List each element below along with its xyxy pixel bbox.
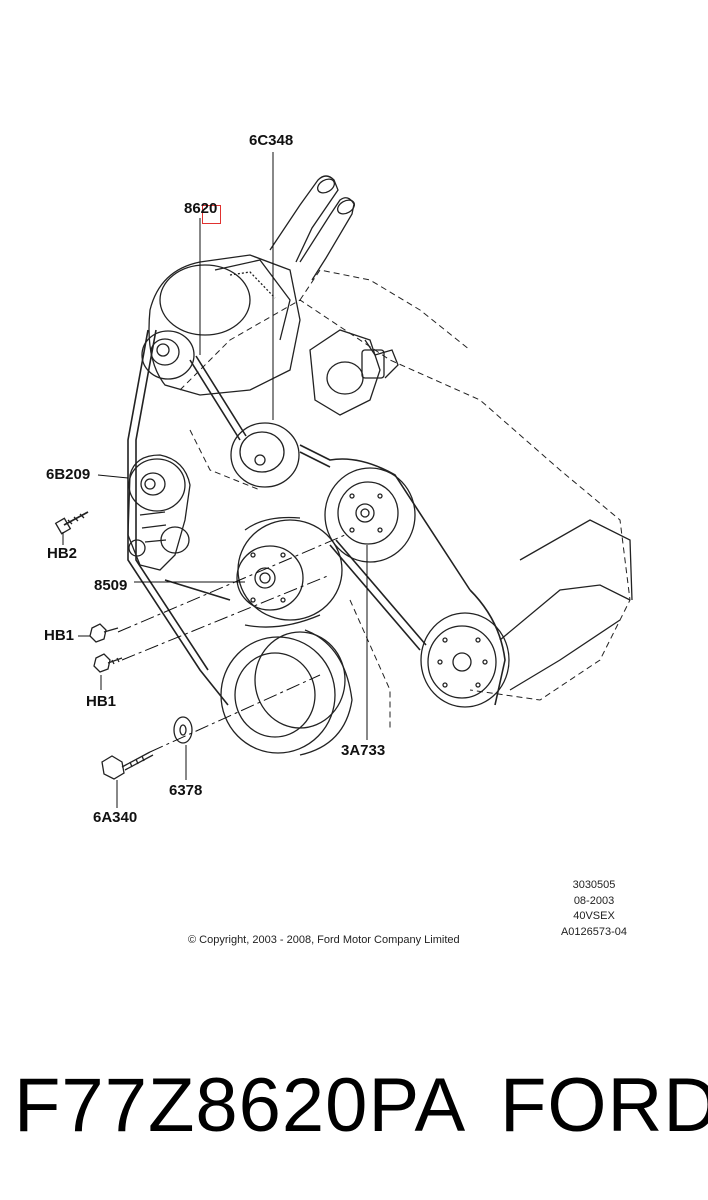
- bolt-6a340: [101, 751, 154, 780]
- ac-compressor-pulley: [420, 519, 633, 708]
- callout-6a340: 6A340: [93, 809, 138, 826]
- meta-line-4: A0126573-04: [560, 925, 628, 938]
- alternator-pulley: [141, 330, 195, 380]
- belt-tensioner: [127, 454, 191, 571]
- belt-routing-diagram: [54, 152, 633, 808]
- axis-crank-bolt: [149, 674, 321, 753]
- callout-hb1-lower: HB1: [86, 693, 117, 710]
- meta-line-2: 08-2003: [573, 894, 615, 907]
- axis-hb1-upper: [117, 534, 346, 633]
- callout-3a733: 3A733: [341, 742, 386, 759]
- meta-line-1: 3030505: [572, 879, 616, 891]
- serpentine-belt: [127, 329, 506, 706]
- axis-hb1-lower: [121, 574, 331, 661]
- callout-6c348: 6C348: [249, 132, 294, 149]
- callout-6b209: 6B209: [46, 466, 91, 483]
- idler-pulley-upper: [230, 422, 300, 488]
- copyright-notice: © Copyright, 2003 - 2008, Ford Motor Com…: [188, 934, 460, 946]
- callout-8620: 8620: [184, 200, 218, 217]
- power-steering-pulley: [324, 467, 416, 563]
- thermostat-housing: [309, 329, 399, 416]
- callout-hb1-upper: HB1: [44, 627, 75, 644]
- bolt-hb1-upper: [89, 623, 119, 643]
- washer-6378: [173, 716, 193, 744]
- alternator: [148, 254, 301, 396]
- leader-6b209: [97, 474, 129, 479]
- coolant-hoses: [269, 175, 356, 281]
- callout-hb2: HB2: [47, 545, 78, 562]
- callout-8509: 8509: [94, 577, 128, 594]
- bolt-hb2: [54, 511, 89, 535]
- crankshaft-damper: [220, 629, 353, 756]
- water-pump-pulley: [236, 516, 343, 628]
- part-highlight-box: [202, 205, 221, 224]
- engine-block-outline: [179, 269, 631, 730]
- bolt-hb1-lower: [93, 653, 123, 673]
- callout-6378: 6378: [169, 782, 203, 799]
- brand-name: FORD: [500, 1063, 708, 1148]
- meta-line-3: 40VSEX: [573, 910, 615, 922]
- part-number: F77Z8620PA: [14, 1063, 467, 1148]
- drawing-metadata: 3030505 08-2003 40VSEX A0126573-04: [552, 878, 636, 940]
